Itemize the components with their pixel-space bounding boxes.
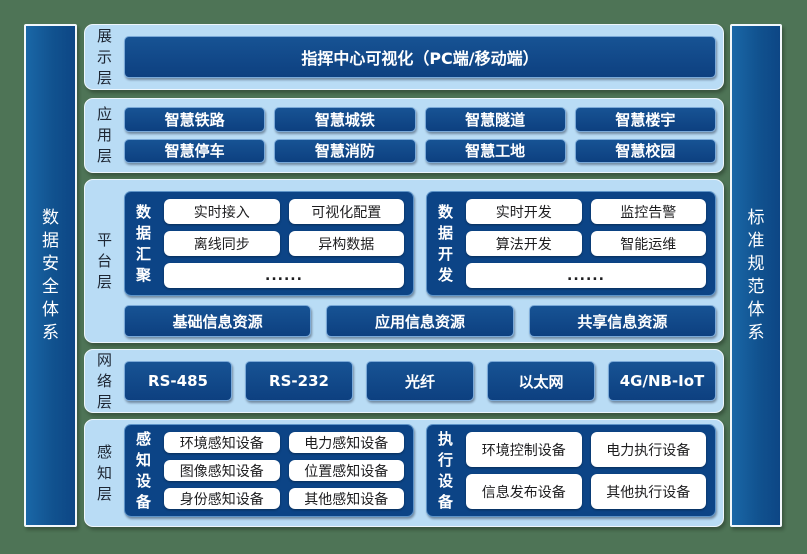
- data-aggregation-more: ......: [164, 263, 404, 288]
- layer-application-label-col: 应用层: [85, 99, 124, 172]
- layer-display-label-col: 展示层: [85, 25, 124, 89]
- layer-network-label: 网络层: [96, 350, 112, 411]
- layer-display-label: 展示层: [96, 26, 112, 87]
- group-sensing-devices-body: 环境感知设备电力感知设备图像感知设备位置感知设备身份感知设备其他感知设备: [164, 432, 404, 509]
- layer-platform: 平台层 数据汇聚 实时接入可视化配置离线同步异构数据 ......: [84, 179, 724, 343]
- application-box: 智慧停车: [124, 138, 266, 163]
- data-development-item: 智能运维: [590, 231, 706, 256]
- data-development-item: 算法开发: [466, 231, 582, 256]
- layer-display-content: 指挥中心可视化（PC端/移动端）: [124, 25, 716, 89]
- sensing-device-box: 位置感知设备: [288, 460, 404, 481]
- group-data-aggregation-grid: 实时接入可视化配置离线同步异构数据: [164, 199, 404, 256]
- group-data-aggregation-body: 实时接入可视化配置离线同步异构数据 ......: [164, 199, 404, 288]
- layer-perception-label: 感知层: [96, 442, 112, 503]
- application-box: 智慧工地: [424, 138, 566, 163]
- layer-network: 网络层 RS-485 RS-232 光纤以太网 4G/NB-IoT: [84, 349, 724, 413]
- application-box: 智慧楼宇: [574, 107, 716, 132]
- layer-application-label: 应用层: [96, 105, 112, 165]
- execution-device-box: 信息发布设备: [466, 474, 582, 509]
- network-protocol-box: 光纤: [366, 361, 474, 401]
- platform-groups: 数据汇聚 实时接入可视化配置离线同步异构数据 ...... 数据开发 实时开发监…: [124, 191, 716, 296]
- pillar-data-security: 数据安全体系: [24, 24, 77, 527]
- data-aggregation-item: 异构数据: [288, 231, 404, 256]
- sensing-device-box: 身份感知设备: [164, 488, 280, 509]
- group-data-development-body: 实时开发监控告警算法开发智能运维 ......: [466, 199, 706, 288]
- layer-stack: 展示层 指挥中心可视化（PC端/移动端） 应用层 智慧铁路智慧城铁智慧隧道智慧楼…: [84, 24, 724, 527]
- layer-application-content: 智慧铁路智慧城铁智慧隧道智慧楼宇智慧停车智慧消防智慧工地智慧校园: [124, 99, 716, 172]
- layer-gap: [84, 90, 724, 98]
- network-protocol-box: RS-232: [245, 361, 353, 401]
- execution-device-box: 其他执行设备: [590, 474, 706, 509]
- information-resource-box: 基础信息资源: [124, 305, 312, 337]
- layer-display: 展示层 指挥中心可视化（PC端/移动端）: [84, 24, 724, 90]
- group-data-development-grid: 实时开发监控告警算法开发智能运维: [466, 199, 706, 256]
- pillar-data-security-label: 数据安全体系: [42, 207, 59, 343]
- group-sensing-devices-label-col: 感知设备: [130, 430, 157, 511]
- group-data-development-label-col: 数据开发: [432, 199, 459, 288]
- group-data-development-label: 数据开发: [437, 202, 453, 284]
- group-sensing-devices-label: 感知设备: [135, 429, 151, 511]
- layer-application: 应用层 智慧铁路智慧城铁智慧隧道智慧楼宇智慧停车智慧消防智慧工地智慧校园: [84, 98, 724, 173]
- network-protocol-box: 4G/NB-IoT: [608, 361, 716, 401]
- group-execution-devices-grid: 环境控制设备电力执行设备信息发布设备其他执行设备: [466, 432, 706, 509]
- group-execution-devices-body: 环境控制设备电力执行设备信息发布设备其他执行设备: [466, 432, 706, 509]
- application-box: 智慧消防: [274, 138, 416, 163]
- group-execution-devices-label: 执行设备: [437, 429, 453, 511]
- application-box: 智慧城铁: [274, 107, 416, 132]
- group-sensing-devices: 感知设备 环境感知设备电力感知设备图像感知设备位置感知设备身份感知设备其他感知设…: [124, 424, 414, 517]
- layer-platform-label: 平台层: [96, 230, 112, 291]
- command-center-box: 指挥中心可视化（PC端/移动端）: [124, 36, 716, 78]
- sensing-device-box: 环境感知设备: [164, 432, 280, 453]
- network-protocol-box: 以太网: [487, 361, 595, 401]
- information-resources-row: 基础信息资源应用信息资源共享信息资源: [124, 305, 716, 337]
- data-development-more: ......: [466, 263, 706, 288]
- group-data-aggregation-label-col: 数据汇聚: [130, 199, 157, 288]
- application-box: 智慧铁路: [124, 107, 266, 132]
- information-resource-box: 应用信息资源: [326, 305, 514, 337]
- layer-perception-label-col: 感知层: [85, 420, 124, 526]
- layer-perception: 感知层 感知设备 环境感知设备电力感知设备图像感知设备位置感知设备身份感知设备其…: [84, 419, 724, 527]
- sensing-device-box: 图像感知设备: [164, 460, 280, 481]
- execution-device-box: 环境控制设备: [466, 432, 582, 467]
- data-aggregation-item: 可视化配置: [288, 199, 404, 224]
- group-sensing-devices-grid: 环境感知设备电力感知设备图像感知设备位置感知设备身份感知设备其他感知设备: [164, 432, 404, 509]
- information-resource-box: 共享信息资源: [528, 305, 716, 337]
- layer-platform-content: 数据汇聚 实时接入可视化配置离线同步异构数据 ...... 数据开发 实时开发监…: [124, 180, 716, 342]
- layer-platform-label-col: 平台层: [85, 180, 124, 342]
- data-aggregation-item: 离线同步: [164, 231, 280, 256]
- application-box: 智慧隧道: [424, 107, 566, 132]
- group-execution-devices: 执行设备 环境控制设备电力执行设备信息发布设备其他执行设备: [426, 424, 716, 517]
- layer-network-content: RS-485 RS-232 光纤以太网 4G/NB-IoT: [124, 350, 716, 412]
- data-development-item: 实时开发: [466, 199, 582, 224]
- network-protocol-box: RS-485: [124, 361, 232, 401]
- application-box: 智慧校园: [574, 138, 716, 163]
- group-data-aggregation-label: 数据汇聚: [135, 202, 151, 284]
- execution-device-box: 电力执行设备: [590, 432, 706, 467]
- group-execution-devices-label-col: 执行设备: [432, 430, 459, 511]
- layer-network-label-col: 网络层: [85, 350, 124, 412]
- data-development-item: 监控告警: [590, 199, 706, 224]
- sensing-device-box: 电力感知设备: [288, 432, 404, 453]
- group-data-aggregation: 数据汇聚 实时接入可视化配置离线同步异构数据 ......: [124, 191, 414, 296]
- layer-perception-content: 感知设备 环境感知设备电力感知设备图像感知设备位置感知设备身份感知设备其他感知设…: [124, 420, 716, 526]
- group-data-development: 数据开发 实时开发监控告警算法开发智能运维 ......: [426, 191, 716, 296]
- pillar-standards-label: 标准规范体系: [747, 207, 765, 343]
- data-aggregation-item: 实时接入: [164, 199, 280, 224]
- sensing-device-box: 其他感知设备: [288, 488, 404, 509]
- pillar-standards: 标准规范体系: [730, 24, 782, 527]
